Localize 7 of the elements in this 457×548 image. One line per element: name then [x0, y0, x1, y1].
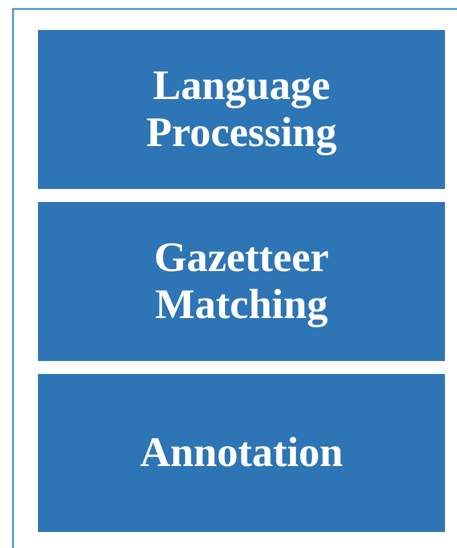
process-box: [38, 202, 445, 361]
box-label: Gazetteer Matching: [153, 235, 330, 328]
box-label: Language Processing: [145, 63, 338, 156]
process-box: [38, 30, 445, 189]
process-box: [38, 374, 445, 532]
frame-box: [12, 8, 457, 548]
box-label: Annotation: [140, 430, 344, 476]
